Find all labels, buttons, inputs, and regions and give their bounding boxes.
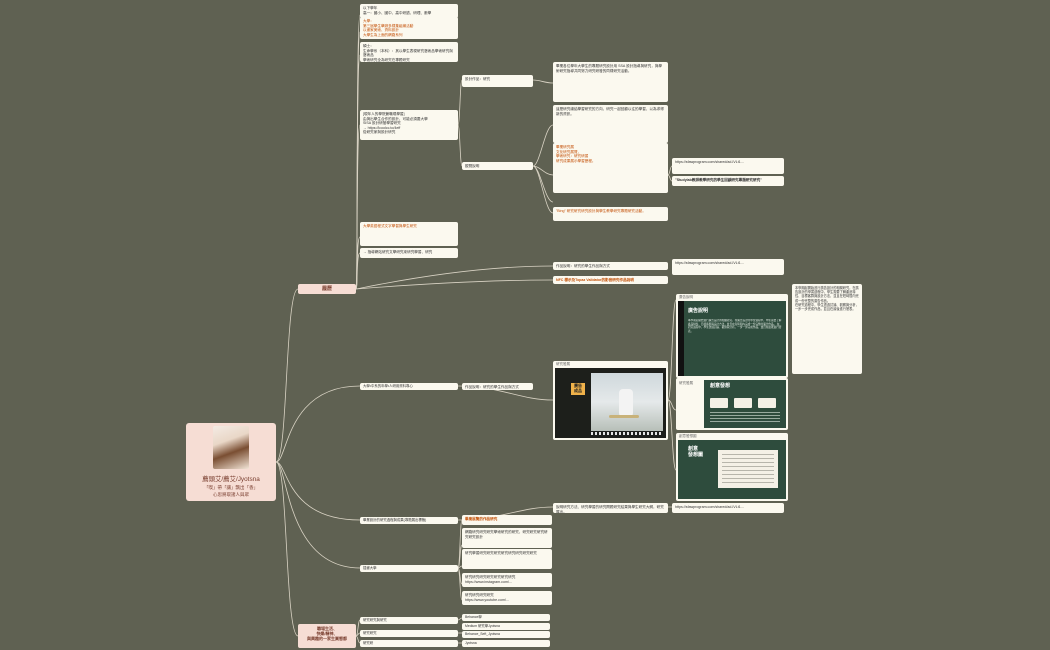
branch-life[interactable]: 職場生活、 快樂/精神、 與興趣的一家生業態都 <box>298 624 356 648</box>
card-works-desc[interactable]: 作品說明：研究的學生作品與方式 <box>553 262 668 270</box>
card-study[interactable]: 研究學習研究研究研究研究研究研究研究研究 <box>462 549 552 569</box>
card-slide-sketch[interactable]: 創意發想圖 創意 發想圖 <box>676 433 788 501</box>
slide-idea-image: 創意發想 <box>704 380 786 428</box>
card-link-2[interactable]: "Studylab教師教學研究的學生回顧研究專題研究研究" <box>672 176 784 186</box>
advert-photo <box>591 373 663 431</box>
label-works[interactable]: 作品說明：研究的學生作品與方式 <box>462 383 533 390</box>
card-grad-works[interactable]: 畢業展覽的作品研究 <box>462 515 552 525</box>
card-grad-link[interactable]: https://sfawprogram.com/shared/ad-lVLt1.… <box>672 503 784 513</box>
root-name: 薦頭艾/薦艾/Jyotsna <box>202 476 260 483</box>
card-advert-image[interactable]: 研究發展 廣告 成品 <box>553 361 668 440</box>
card-web-research[interactable]: 網路研究研究研究學術研究的研究，研究研究研究研究研究設計 <box>462 528 552 548</box>
card-advert-caption: 研究發展 <box>556 362 570 366</box>
slide-idea-title: 創意發想 <box>710 383 731 389</box>
branch-mobile[interactable]: 插畫大學 <box>360 565 458 572</box>
slide-sketch-title: 創意 發想圖 <box>688 446 704 458</box>
footer-value-0[interactable]: Behance學 <box>462 614 550 621</box>
advert-badge: 廣告 成品 <box>571 383 585 395</box>
card-master[interactable]: 碩士： 生命學系（本科）：其以學生表現研究藝術品學術研究與藝術品 學術研究全為研… <box>360 42 458 62</box>
card-grad-desc[interactable]: 說明研究方法、研究學習的研究問題研究結果與學生研究大綱，研究展出。 <box>553 503 668 513</box>
footer-label-1[interactable]: 研究研究 <box>360 630 458 637</box>
avatar <box>213 426 249 469</box>
card-youtube[interactable]: 研究研究研究研究 https://www.youtube.com/... <box>462 591 552 605</box>
slide-sketch-image: 創意 發想圖 <box>678 440 786 499</box>
card-research-intro[interactable]: 畢業各位學年大學生的專題研究設計用 SSA 設計指導與研究，與學術研究指導共同努… <box>553 62 668 102</box>
label-research[interactable]: 設計作品：研究 <box>462 75 533 87</box>
slide-ad-image: 廣告說明 本學期起開始進行廣告設計的相關研究，在廣告設計的學習過程中，學生需要了… <box>678 301 786 376</box>
card-link-1[interactable]: https://sfawprogram.com/shared/ad-lVLt1.… <box>672 158 784 174</box>
card-slide-ad[interactable]: 廣告說明 廣告說明 本學期起開始進行廣告設計的相關研究，在廣告設計的學習過程中，… <box>676 294 788 378</box>
slide-ad-title: 廣告說明 <box>688 308 709 314</box>
branch-grad[interactable]: 畢業設計的研究過程與成果(專題展出標籤) <box>360 517 458 524</box>
footer-value-1[interactable]: Medium 研究學Jyotsna <box>462 623 550 630</box>
card-education[interactable]: 以下學年 高一：國小、國中、高中研讀、研理、數學 <box>360 4 458 18</box>
card-long-note[interactable]: 本學期起開始進行廣告設計的相關研究，在廣告設計的學習過程中，學生需要了解產品特性… <box>792 284 862 374</box>
card-slide-idea[interactable]: 研究發展 創意發想 <box>676 378 788 430</box>
slide-sketch-caption: 創意發想圖 <box>679 434 697 438</box>
advert-barcode <box>591 432 663 435</box>
card-english[interactable]: 大學英語程式文字學習與學生研究 <box>360 222 458 246</box>
slide-ad-caption: 廣告說明 <box>679 295 693 299</box>
card-review[interactable]: 這是研究總結學習研究的方向，研究一起回顧以往的學習，以為求得新的資訊。 <box>553 105 668 143</box>
footer-label-2[interactable]: 研究研 <box>360 640 458 647</box>
card-experience[interactable]: [現年人的學院兼職現學習] 由與出學生合作的設計，可能必須要大學 SISA 設計… <box>360 110 458 140</box>
card-bing[interactable]: "Bing" 研究研究研究設計與學生教學研究專題研究活動。 <box>553 207 668 221</box>
card-works-link[interactable]: https://sfawprogram.com/shared/ad-lVLt1.… <box>672 259 784 275</box>
card-instagram[interactable]: 研究研究研究研究研究研究研究 https://www.instagram.com… <box>462 573 552 587</box>
card-university[interactable]: 大學： 第三屆學生舉辦多樣集組織活動 以畫家美術、資料設計 大學生為上面的網路系… <box>360 17 458 39</box>
slide-idea-caption: 研究發展 <box>679 381 693 385</box>
root-motto: 「喫」帶「讓」飄出「香」 <box>204 485 258 490</box>
branch-resume[interactable]: 履歷 <box>298 284 356 294</box>
footer-value-3[interactable]: Jyotsna <box>462 640 550 647</box>
footer-label-0[interactable]: 研究研究與研究 <box>360 617 458 624</box>
branch-collage[interactable]: 大學•中系的年學•人研用資料專心 <box>360 383 458 390</box>
card-exhibition[interactable]: 畢業研究展 文化研究展覽， 學術研究：研究研習 研究成果展示學習歷程。 <box>553 143 668 193</box>
card-guidance[interactable]: → 指導網站研究文學研究來研究學習、研究 <box>360 248 458 258</box>
card-nfc[interactable]: NFC 標示及Topaz Validator的影音研究作品說明 <box>553 276 668 284</box>
advert-poster: 廣告 成品 <box>555 368 666 438</box>
root-node[interactable]: 薦頭艾/薦艾/Jyotsna 「喫」帶「讓」飄出「香」 心思將取諸人與眾 <box>186 423 276 501</box>
root-tagline: 心思將取諸人與眾 <box>213 492 249 497</box>
slide-ad-text: 本學期起開始進行廣告設計的相關研究，在廣告設計的學習過程中，學生需要了解產品特性… <box>688 319 782 333</box>
label-viewing[interactable]: 觀覽說明 <box>462 162 533 170</box>
footer-value-2[interactable]: Behance_Seft_Jyotsna <box>462 631 550 638</box>
